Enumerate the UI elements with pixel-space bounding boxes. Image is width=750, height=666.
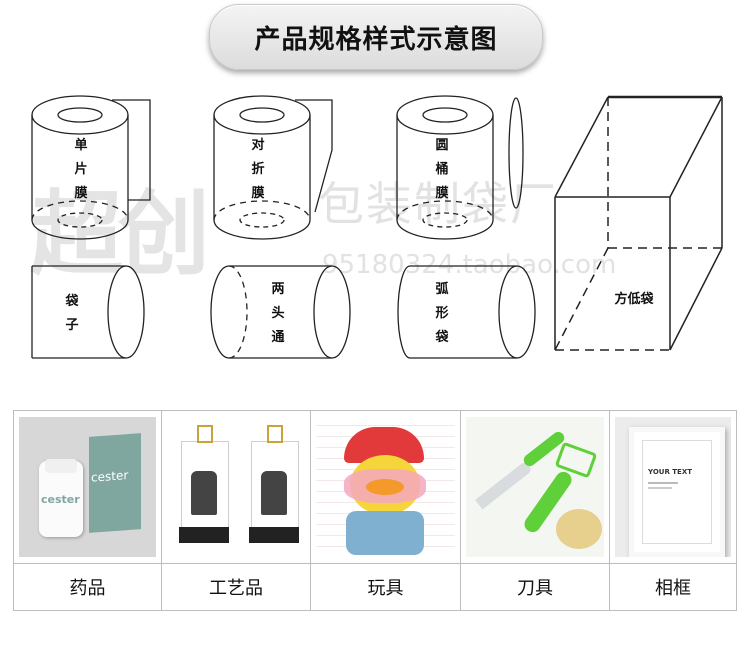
square-bottom-bag-shape <box>554 95 723 351</box>
lion-statue-left <box>191 471 217 515</box>
medicine-bottle-text: cester <box>41 493 80 506</box>
arc-bag-shape <box>397 265 536 359</box>
crafts-base-left <box>179 527 229 543</box>
product-label-crafts: 工艺品 <box>161 563 311 611</box>
page-title: 产品规格样式示意图 <box>254 25 498 55</box>
fruit-bowl <box>556 509 602 549</box>
product-table: cester cester <box>13 410 737 611</box>
title-banner: 产品规格样式示意图 <box>209 4 543 70</box>
medicine-box-text: cester <box>91 468 129 485</box>
product-image-cell: cester cester <box>13 410 162 564</box>
toy-jacket <box>346 511 424 555</box>
photo-frame: YOUR TEXT <box>629 427 725 557</box>
tube-film-roll <box>396 95 524 240</box>
product-image-cell: YOUR TEXT <box>609 410 737 564</box>
lion-statue-right <box>261 471 287 515</box>
product-image-row: cester cester <box>13 410 737 564</box>
gold-ornament-right <box>267 425 283 443</box>
product-label-row: 药品 工艺品 玩具 刀具 相框 <box>13 563 737 611</box>
label-tube-film: 圆桶膜 <box>435 138 449 201</box>
product-image-cell <box>161 410 311 564</box>
crafts-image <box>167 417 305 557</box>
product-label-toys: 玩具 <box>310 563 461 611</box>
label-open-tube: 两头通 <box>271 282 285 345</box>
product-image-cell <box>310 410 461 564</box>
single-film-roll <box>31 95 151 240</box>
medicine-bottle: cester <box>39 459 83 537</box>
spec-diagram <box>31 95 723 359</box>
product-image-cell <box>460 410 610 564</box>
knife-blade <box>475 460 533 510</box>
bag-shape <box>31 265 145 359</box>
label-single-film: 单片膜 <box>74 138 88 201</box>
label-folded-film: 对折膜 <box>251 138 265 201</box>
product-label-medicine: 药品 <box>13 563 162 611</box>
knife-image <box>466 417 604 557</box>
toy-beak <box>366 479 404 495</box>
open-tube-shape <box>210 265 351 359</box>
product-label-frames: 相框 <box>609 563 737 611</box>
label-bag: 袋子 <box>65 294 79 333</box>
frame-text: YOUR TEXT <box>648 468 693 476</box>
photo-frame-image: YOUR TEXT <box>615 417 731 557</box>
toy-image <box>316 417 455 557</box>
label-square-bottom-bag: 方低袋 <box>614 292 654 307</box>
product-label-knives: 刀具 <box>460 563 610 611</box>
label-arc-bag: 弧形袋 <box>435 282 449 345</box>
medicine-box: cester <box>89 433 141 533</box>
medicine-image: cester cester <box>19 417 156 557</box>
photo-frame-mat <box>642 440 712 544</box>
folded-film-roll <box>213 95 333 240</box>
gold-ornament-left <box>197 425 213 443</box>
crafts-base-right <box>249 527 299 543</box>
